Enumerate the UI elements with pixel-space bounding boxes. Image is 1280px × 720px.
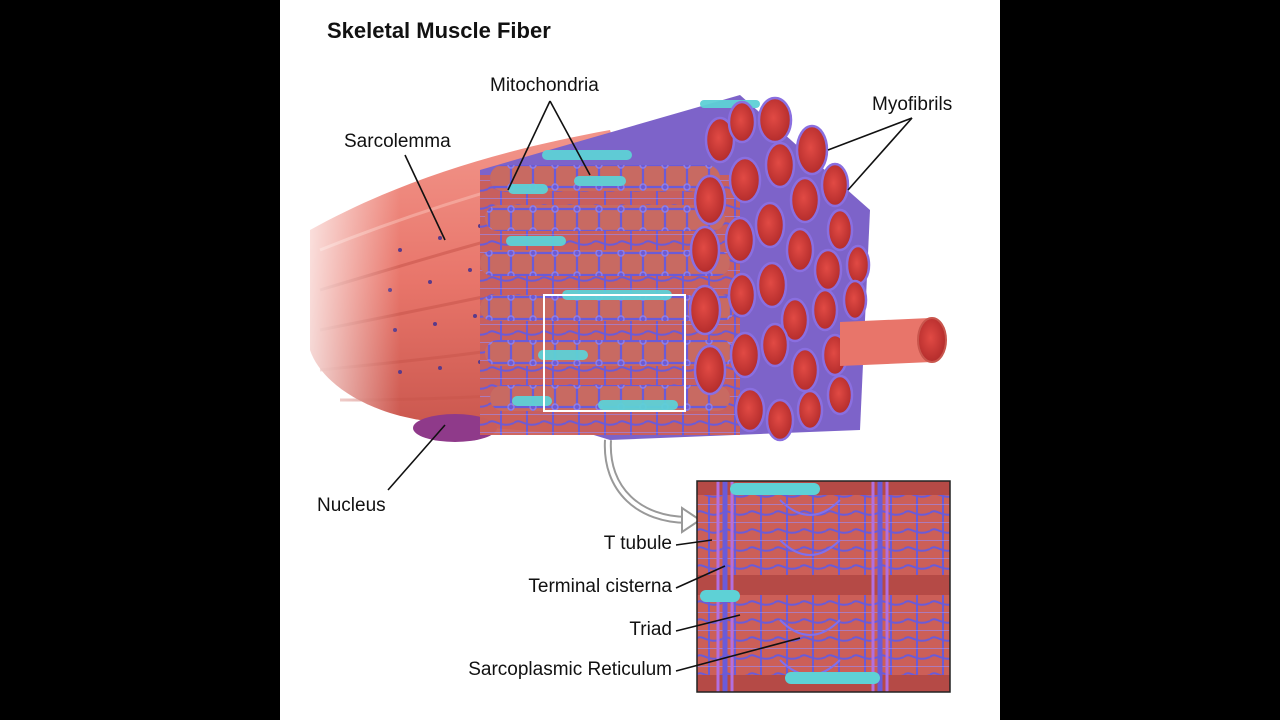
nucleus-shape <box>413 414 497 442</box>
label-nucleus: Nucleus <box>317 495 386 516</box>
label-triad: Triad <box>629 619 672 640</box>
diagram-panel: Skeletal Muscle Fiber Mitochondria Myofi… <box>280 0 1000 720</box>
myofibril-bundle <box>480 95 947 442</box>
diagram-title: Skeletal Muscle Fiber <box>327 18 551 43</box>
label-terminal-cisterna: Terminal cisterna <box>528 576 672 597</box>
label-t-tubule: T tubule <box>603 533 672 554</box>
inset-detail <box>696 480 951 693</box>
label-mitochondria: Mitochondria <box>490 75 599 96</box>
label-sarcolemma: Sarcolemma <box>344 131 451 152</box>
leader-lines <box>387 100 913 672</box>
protruding-myofibril <box>840 317 947 366</box>
zoom-arrow <box>603 439 689 524</box>
label-myofibrils: Myofibrils <box>872 94 953 115</box>
muscle-fiber-illustration <box>280 95 951 693</box>
myofibril-cross-sections <box>688 96 871 442</box>
label-sarcoplasmic-reticulum: Sarcoplasmic Reticulum <box>468 659 672 680</box>
highlight-box <box>543 294 686 412</box>
mitochondria-shapes <box>506 100 760 410</box>
